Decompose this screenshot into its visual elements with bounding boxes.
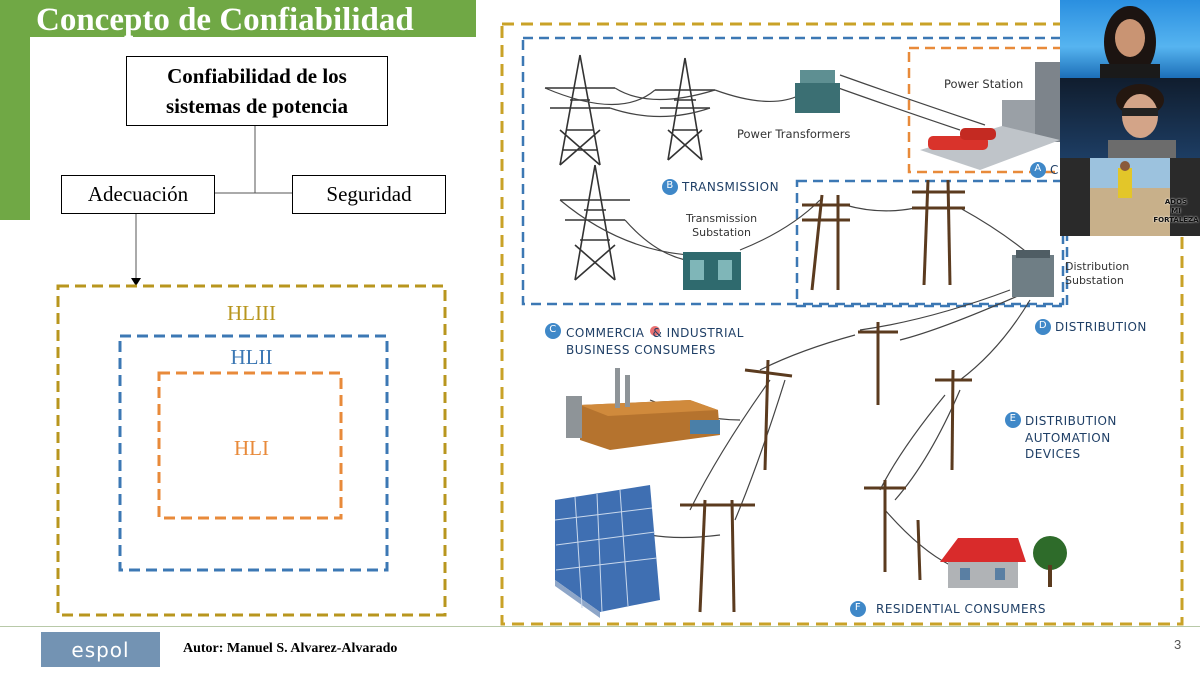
pointer-dot-icon [650, 326, 660, 336]
clipped-label-a: C [1050, 163, 1059, 177]
business-consumers-word: BUSINESS CONSUMERS [566, 343, 716, 357]
badge-c-icon [545, 323, 561, 339]
badge-f-icon [850, 601, 866, 617]
hl2-box [118, 334, 389, 572]
security-node: Seguridad [292, 175, 446, 214]
badge-b-icon [662, 179, 678, 195]
page-number: 3 [1174, 637, 1182, 652]
automation-line-3: DEVICES [1025, 447, 1081, 461]
espol-logo: espol [41, 632, 160, 667]
tree-connectors [131, 124, 292, 286]
slide-title: Concepto de Confiabilidad [36, 2, 414, 38]
caption-line-1: ADOS [1164, 198, 1188, 206]
factory-icon [566, 368, 720, 450]
commercial-industrial-label: COMMERCIA & INDUSTRIAL BUSINESS CONSUMERS [566, 325, 744, 359]
commercial-word: COMMERCIA [566, 326, 645, 340]
webcam-participant-2[interactable] [1060, 78, 1200, 158]
badge-f-letter: F [854, 602, 862, 613]
webcam-participant-1[interactable] [1060, 0, 1200, 78]
distribution-substation-line-2: Substation [1065, 274, 1124, 287]
transmission-label: TRANSMISSION [682, 180, 780, 194]
adequacy-label: Adecuación [87, 182, 189, 206]
root-node: Confiabilidad de los sistemas de potenci… [126, 56, 388, 126]
root-line-1: Confiabilidad de los [167, 64, 347, 88]
badge-c-letter: C [549, 324, 557, 335]
title-bar [30, 0, 476, 37]
transmission-tower-icon [545, 54, 615, 166]
participant-1-avatar-icon [1100, 6, 1160, 78]
badge-e-icon [1005, 412, 1021, 428]
webcam-participant-3[interactable]: ADOS MI FORTALEZA [1060, 158, 1200, 236]
transmission-tower-icon-3 [560, 164, 630, 281]
utility-poles [680, 179, 972, 613]
transmission-substation-line-1: Transmission [686, 212, 758, 225]
section-badges [545, 162, 1051, 617]
left-accent-strip [0, 0, 30, 220]
caption-line-2: MI [1171, 207, 1181, 215]
power-station-label: Power Station [944, 77, 1024, 91]
hl1-label: HLI [234, 436, 269, 460]
transmission-substation-line-2: Substation [692, 226, 751, 239]
badge-a-icon [1030, 162, 1046, 178]
automation-line-2: AUTOMATION [1025, 430, 1111, 445]
root-line-2: sistemas de potencia [166, 94, 348, 118]
power-transformers-label: Power Transformers [737, 127, 851, 141]
participant-3-photo-icon [1090, 158, 1170, 236]
power-transformer-icon [795, 70, 840, 113]
house-icon [940, 538, 1026, 588]
distribution-substation-line-1: Distribution [1065, 260, 1130, 273]
hierarchical-levels-diagram [56, 284, 447, 617]
badge-d-letter: D [1038, 320, 1048, 331]
arrowhead-icon [131, 278, 141, 286]
author-credit: Autor: Manuel S. Alvarez-Alvarado [183, 641, 398, 656]
distribution-substation-icon [1012, 250, 1054, 297]
distribution-label: DISTRIBUTION [1055, 320, 1147, 334]
distribution-substation-label: Distribution Substation [1065, 260, 1129, 288]
transmission-tower-icon-2 [655, 57, 715, 161]
hl3-box [56, 284, 447, 617]
badge-a-letter: A [1034, 163, 1042, 174]
tree-icon [1033, 536, 1067, 587]
transmission-substation-label: Transmission Substation [686, 212, 757, 240]
hl1-box [157, 371, 343, 520]
badge-e-letter: E [1009, 413, 1017, 424]
footer-divider [0, 626, 1200, 627]
adequacy-node: Adecuación [61, 175, 215, 214]
caption-line-3: FORTALEZA [1153, 216, 1199, 224]
residential-consumers-label: RESIDENTIAL CONSUMERS [876, 602, 1047, 616]
power-station-icon [920, 62, 1063, 170]
badge-d-icon [1035, 319, 1051, 335]
hl3-label: HLIII [227, 301, 276, 325]
participant-3-caption: ADOS MI FORTALEZA [1146, 198, 1200, 225]
solar-panel-building-icon [554, 485, 660, 618]
security-label: Seguridad [326, 182, 412, 206]
industrial-word: & INDUSTRIAL [652, 326, 744, 340]
hl2-label: HLII [230, 345, 273, 369]
participant-2-avatar-icon [1108, 84, 1176, 158]
automation-line-1: DISTRIBUTION [1025, 414, 1117, 428]
transmission-substation-icon [683, 252, 741, 290]
automation-devices-label: DISTRIBUTION AUTOMATION DEVICES [1025, 413, 1117, 463]
badge-b-letter: B [666, 180, 674, 191]
